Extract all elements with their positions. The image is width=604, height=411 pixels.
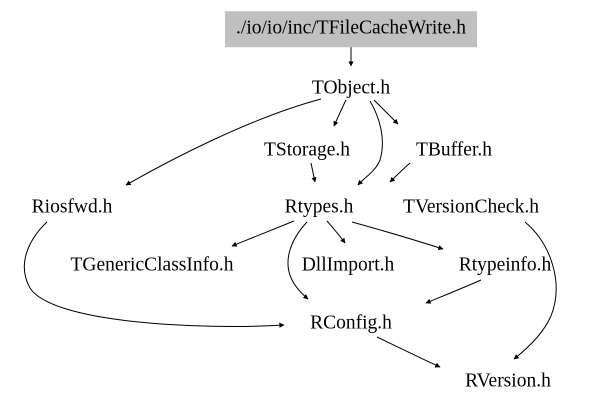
edges-group (23, 47, 557, 368)
graph-edge-rconfig-to-rversion (376, 336, 441, 368)
graph-edge-rtypes-to-rconfig (287, 221, 309, 300)
graph-edge-tobject-to-tbuffer (373, 99, 399, 125)
graph-node-rtypeinfo[interactable]: Rtypeinfo.h (458, 254, 552, 276)
graph-edge-rtypes-to-rtypeinfo (351, 221, 444, 251)
graph-node-rconfig[interactable]: RConfig.h (310, 312, 392, 334)
graph-edge-rtypes-to-tgenericclassinfo (231, 220, 295, 247)
graph-node-tversioncheck[interactable]: TVersionCheck.h (403, 196, 539, 218)
graph-node-rtypes[interactable]: Rtypes.h (284, 196, 354, 218)
graph-node-tgenericclassinfo[interactable]: TGenericClassInfo.h (70, 254, 234, 276)
graph-edge-tbuffer-to-tversioncheck (389, 162, 411, 183)
graph-node-rversion[interactable]: RVersion.h (465, 370, 551, 392)
graph-edge-tobject-to-riosfwd (125, 98, 322, 186)
graph-edge-riosfwd-to-rconfig (23, 221, 285, 328)
graph-node-riosfwd[interactable]: Riosfwd.h (31, 196, 113, 218)
graph-node-dllimport[interactable]: DllImport.h (301, 254, 395, 276)
graph-node-root[interactable]: ./io/io/inc/TFileCacheWrite.h (225, 11, 477, 47)
graph-edge-tobject-to-tstorage (333, 99, 347, 127)
graph-edge-rtypes-to-dllimport (326, 220, 346, 244)
graph-node-tobject[interactable]: TObject.h (311, 77, 391, 99)
graph-edge-tstorage-to-rtypes (310, 162, 317, 183)
graph-edge-tversioncheck-to-rversion (513, 221, 557, 360)
graph-edge-tobject-to-rtypes (357, 100, 383, 186)
graph-node-tbuffer[interactable]: TBuffer.h (415, 139, 493, 161)
graph-node-tstorage[interactable]: TStorage.h (263, 139, 351, 161)
graph-edge-rtypeinfo-to-rconfig (425, 279, 482, 304)
